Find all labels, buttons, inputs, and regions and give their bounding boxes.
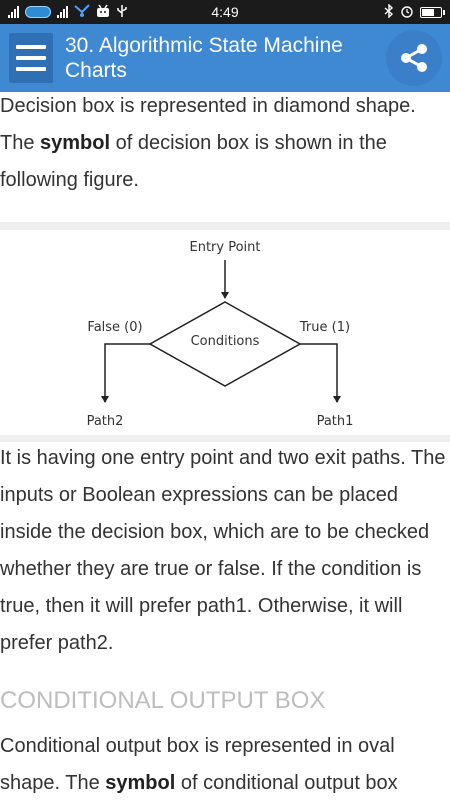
share-button[interactable] — [386, 30, 442, 86]
usb-icon — [116, 4, 128, 21]
next-bold-word: symbol — [105, 772, 176, 794]
bluetooth-icon — [384, 2, 394, 21]
android-icon — [96, 4, 110, 21]
hamburger-line — [16, 67, 46, 71]
true-label: True (1) — [299, 320, 350, 335]
conditions-label: Conditions — [191, 334, 260, 349]
alarm-icon — [400, 4, 414, 21]
decision-box-diagram: Entry Point Conditions False (0) True (1… — [87, 240, 354, 429]
intro-text-end: of decision box is shown in the followin… — [0, 132, 387, 191]
usb-network-icon — [74, 3, 90, 21]
path1-label: Path1 — [317, 414, 354, 429]
path2-label: Path2 — [87, 414, 124, 429]
next-text-end: of conditional output box — [175, 772, 398, 794]
false-label: False (0) — [87, 320, 142, 335]
intro-paragraph: Decision box is represented in diamond s… — [0, 88, 450, 199]
hamburger-menu-icon — [16, 45, 46, 49]
hamburger-line — [16, 56, 46, 60]
menu-button[interactable] — [9, 33, 53, 83]
status-bar: 4:49 — [0, 0, 450, 24]
share-icon — [401, 44, 427, 72]
intro-text-start: Decision box is represented in diamond s… — [0, 95, 416, 154]
intro-bold-word: symbol — [40, 132, 111, 154]
signal-icon — [8, 6, 19, 18]
false-path-arrow — [101, 343, 150, 403]
decision-diamond — [148, 301, 302, 387]
conditional-output-paragraph: Conditional output box is represented in… — [0, 728, 450, 800]
section-heading: CONDITIONAL OUTPUT BOX — [0, 687, 326, 714]
data-indicator-icon — [25, 6, 51, 18]
signal-icon — [57, 6, 68, 18]
page-title: 30. Algorithmic State Machine Charts — [65, 34, 343, 82]
decision-box-figure: Entry Point Conditions False (0) True (1… — [0, 230, 450, 435]
status-right-icons — [384, 2, 445, 21]
status-left-icons — [8, 3, 128, 21]
app-bar: 30. Algorithmic State Machine Charts — [0, 24, 450, 92]
true-path-arrow — [300, 343, 341, 403]
explanation-paragraph: It is having one entry point and two exi… — [0, 447, 446, 654]
battery-icon — [420, 6, 445, 18]
entry-point-label: Entry Point — [190, 240, 261, 255]
next-text-start: Conditional output box is represented in… — [0, 735, 395, 794]
